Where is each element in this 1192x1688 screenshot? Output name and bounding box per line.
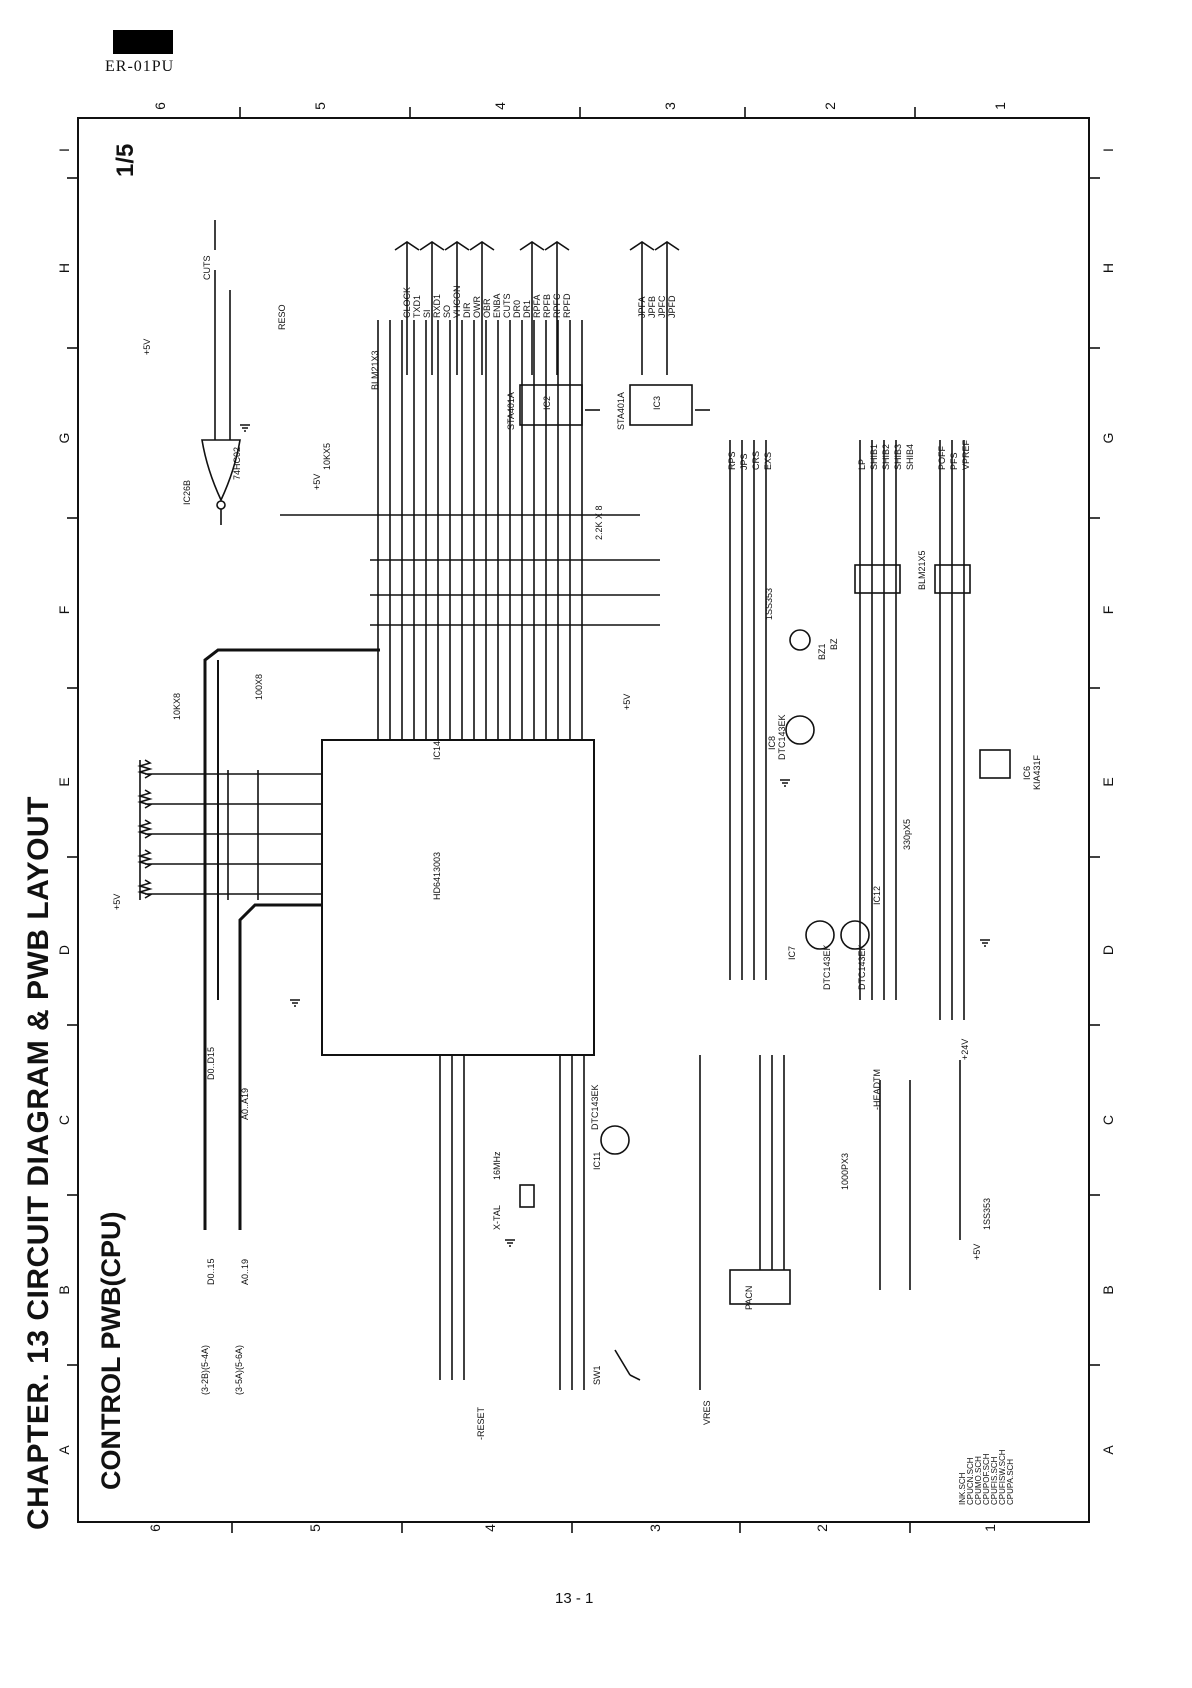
net-so: SO (442, 305, 452, 318)
file-cpupof: CPUPOF.SCH (982, 1453, 991, 1505)
ic12-label: IC12 (872, 886, 882, 905)
sta-label-1: STA401A (506, 392, 516, 430)
d0-15-net-label: D0..15 (206, 1258, 216, 1285)
net-dr0: DR0 (512, 300, 522, 318)
net-jpfb: JPFB (647, 296, 657, 318)
sw1-label: SW1 (592, 1365, 602, 1385)
net-jpfa: JPFA (637, 296, 647, 318)
schematic-frame (77, 117, 1090, 1523)
res-array2-label: 100X8 (254, 674, 264, 700)
plus5v-label-3: +5V (312, 474, 322, 490)
plus5v-label-1: +5V (112, 894, 122, 910)
ref-label-1: (3-2B)(5-4A) (200, 1345, 210, 1395)
net-rpfd: RPFD (562, 293, 572, 318)
net-jpfc: JPFC (657, 295, 667, 318)
res-array-label: 10KX8 (172, 693, 182, 720)
net-rpfa: RPFA (532, 294, 542, 318)
net-exs: EXS (763, 452, 773, 470)
d0-d15-bus-label: D0..D15 (206, 1047, 216, 1080)
net-jpfd: JPFD (667, 295, 677, 318)
net-rpfc: RPFC (552, 293, 562, 318)
cpu-part-label: HD6413003 (432, 852, 442, 900)
ic3-label: IC3 (652, 396, 662, 410)
net-obr: OBR (482, 298, 492, 318)
cap-1000p3-label: 1000PX3 (840, 1153, 850, 1190)
sta-label-2: STA401A (616, 392, 626, 430)
plus5v-label-2: +5V (142, 339, 152, 355)
file-cpufisw: CPUFISW.SCH (998, 1449, 1007, 1505)
net-enba: ENBA (492, 293, 502, 318)
a0-a19-bus-label: A0..A19 (240, 1088, 250, 1120)
res-2k2-label: 2.2K X 8 (594, 505, 604, 540)
blm21x3-label: BLM21X3 (370, 350, 380, 390)
headtm-label: -HEADTM (872, 1069, 882, 1110)
file-cpufis: CPUFIS.SCH (990, 1456, 999, 1505)
net-crs: CRS (751, 451, 761, 470)
net-dir: DIR (462, 302, 472, 318)
xtal-label: X-TAL (492, 1205, 502, 1230)
vres-net-label: VRES (702, 1400, 712, 1425)
net-rps: RPS (727, 451, 737, 470)
net-poff: POFF (937, 445, 947, 470)
ref-label-2: (3-5A)(5-6A) (234, 1345, 244, 1395)
file-cpumo: CPUMO.SCH (974, 1456, 983, 1505)
ic26-label: IC26B (182, 480, 192, 505)
ic26-part-label: 74HC02 (232, 447, 242, 480)
net-shib3: SHIB3 (893, 444, 903, 470)
net-owr: OWR (472, 296, 482, 318)
model-number: ER-01PU (105, 58, 175, 75)
net-rxd1: RXD1 (432, 294, 442, 318)
file-cpupa: CPUPA.SCH (1006, 1459, 1015, 1505)
dtc-label-ic12: DTC143EK (857, 944, 867, 990)
net-si: SI (422, 309, 432, 318)
dtc-label-ic8: DTC143EK (777, 714, 787, 760)
net-shib2: SHIB2 (881, 444, 891, 470)
pacn-label: PACN (744, 1286, 754, 1310)
d1-part-label: 1SS353 (982, 1198, 992, 1230)
net-shib4: SHIB4 (905, 444, 915, 470)
net-jps: JPS (739, 453, 749, 470)
d2-part-label: 1SS353 (764, 588, 774, 620)
plus5v-label-4: +5V (622, 694, 632, 710)
cpu-ref-label: IC14 (432, 741, 442, 760)
cap-330p-label: 330pX5 (902, 819, 912, 850)
blm21x5-label: BLM21X5 (917, 550, 927, 590)
file-ink: INK.SCH (958, 1472, 967, 1505)
cuts-net-label: CUTS (202, 256, 212, 281)
ic7-label: IC7 (787, 946, 797, 960)
ic6-part-label: KIA431F (1032, 754, 1042, 790)
bz1-label: BZ1 (817, 643, 827, 660)
xtal-freq-label: 16MHz (492, 1151, 502, 1180)
net-vpref: VPREF (961, 439, 971, 470)
page-number: 13 - 1 (555, 1590, 594, 1607)
net-cuts: CUTS (502, 294, 512, 319)
reset-net-label: -RESET (476, 1406, 486, 1440)
net-vhcon: VHCON (452, 285, 462, 318)
file-cpucn: CPUCN.SCH (966, 1457, 975, 1505)
res-array3-label: 10KX5 (322, 443, 332, 470)
bz-label: BZ (829, 638, 839, 650)
net-rpfb: RPFB (542, 294, 552, 318)
dtc-label-ic7: DTC143EK (822, 944, 832, 990)
ic8-label: IC8 (767, 736, 777, 750)
net-clock: CLOCK (402, 287, 412, 318)
plus5v-label-5: +5V (972, 1244, 982, 1260)
ic6-label: IC6 (1022, 766, 1032, 780)
ic2-label: IC2 (542, 396, 552, 410)
net-dr1: DR1 (522, 300, 532, 318)
plus24v-label: +24V (960, 1039, 970, 1060)
a0-19-net-label: A0..19 (240, 1259, 250, 1285)
net-pfs: PFS (949, 452, 959, 470)
net-shib1: SHIB1 (869, 444, 879, 470)
ic11-label: IC11 (592, 1152, 602, 1170)
reso-net-label: RESO (277, 304, 287, 330)
dtc-label-ic11: DTC143EK (590, 1084, 600, 1130)
net-txd1: TXD1 (412, 295, 422, 318)
header-black-tab (113, 30, 173, 54)
net-lp: LP (857, 459, 867, 470)
